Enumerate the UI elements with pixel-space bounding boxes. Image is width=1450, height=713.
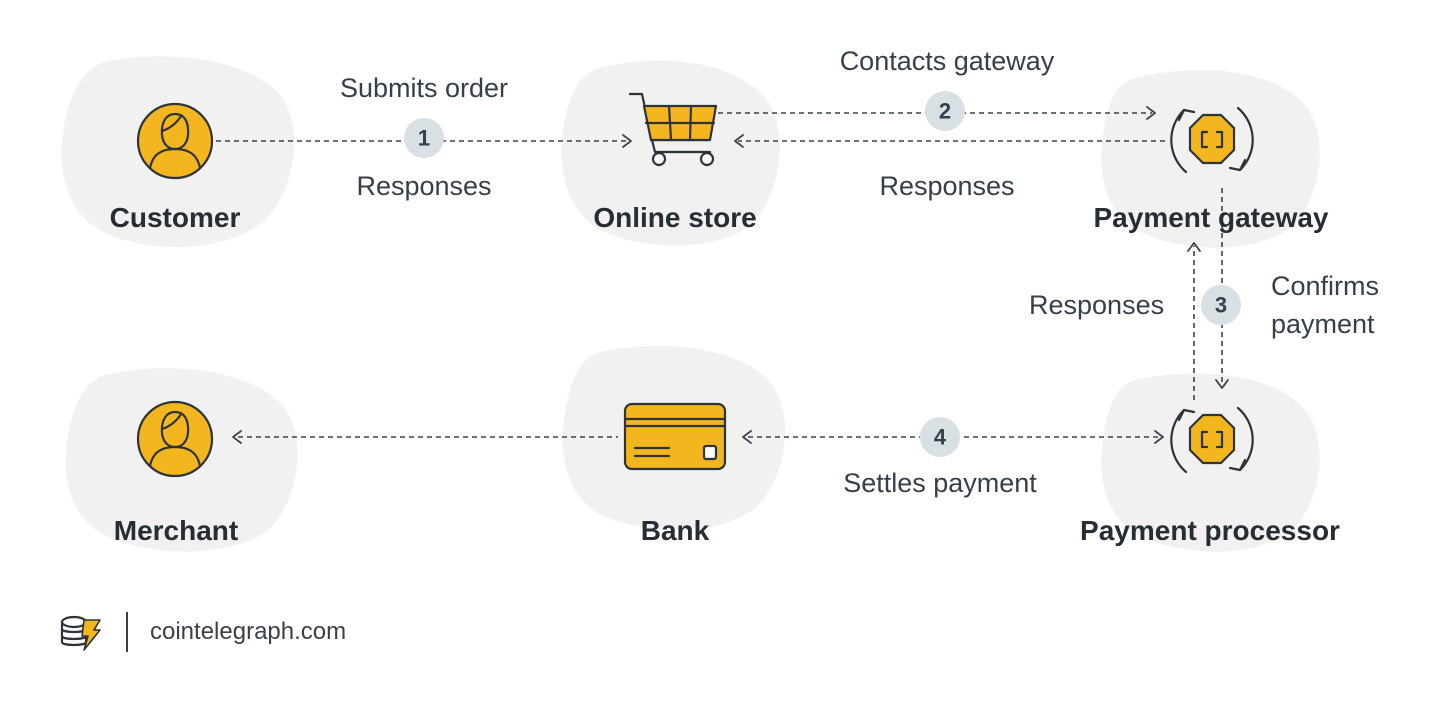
node-title-payment-processor: Payment processor (1080, 515, 1340, 546)
step-badge-1: 1 (404, 118, 444, 158)
arrowhead-gateway (1146, 106, 1156, 120)
step-number-2: 2 (939, 99, 951, 124)
credit-card-icon (623, 402, 727, 471)
step4-bottom-label: Settles payment (843, 468, 1037, 498)
arrowhead-bank (742, 430, 752, 444)
step1-bottom-label: Responses (356, 171, 492, 201)
node-title-merchant: Merchant (113, 515, 239, 546)
step-number-4: 4 (934, 425, 947, 450)
customer-person-icon (136, 102, 214, 180)
arrowhead-processor-in (1154, 430, 1164, 444)
node-title-customer: Customer (109, 202, 241, 233)
arrowhead-store-return (734, 134, 744, 148)
footer-brand: cointelegraph.com (150, 618, 347, 645)
step1-top-label: Submits order (339, 73, 509, 103)
arrowhead-gateway-return (1187, 242, 1201, 252)
shopping-cart-icon (628, 92, 718, 167)
step-number-3: 3 (1215, 293, 1227, 318)
step3-right-label-line1: Confirms (1271, 271, 1380, 301)
node-title-bank: Bank (640, 515, 710, 546)
node-title-payment-gateway: Payment gateway (1093, 202, 1329, 233)
arrowhead-store (622, 134, 632, 148)
cointelegraph-logo-icon (60, 615, 101, 651)
node-title-online-store: Online store (593, 202, 757, 233)
arrowhead-processor (1215, 379, 1229, 389)
step-number-1: 1 (418, 126, 430, 151)
arrowhead-merchant (232, 430, 242, 444)
step-badge-2: 2 (925, 91, 965, 131)
step2-top-label: Contacts gateway (839, 46, 1055, 76)
footer-divider (126, 612, 128, 652)
step-badge-3: 3 (1201, 285, 1241, 325)
step2-bottom-label: Responses (879, 171, 1015, 201)
merchant-person-icon (136, 400, 214, 478)
step3-right-label-line2: payment (1271, 309, 1375, 339)
step3-left-label: Responses (1029, 290, 1165, 320)
step-badge-4: 4 (920, 417, 960, 457)
